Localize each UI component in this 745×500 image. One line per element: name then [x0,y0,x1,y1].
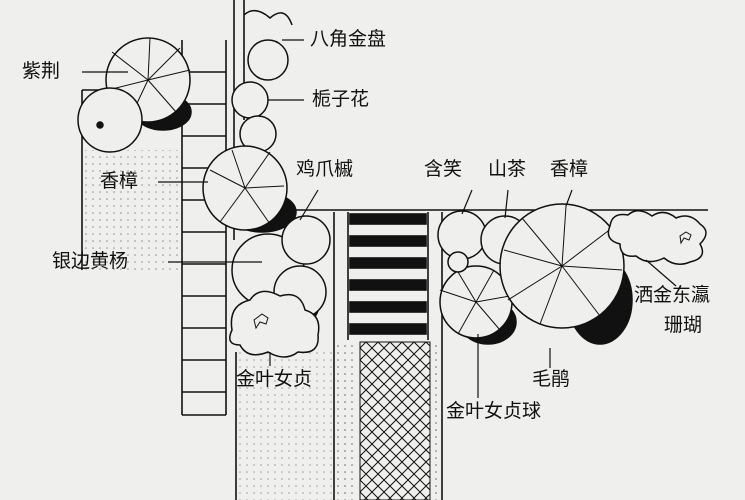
plant-hanxiao [437,210,487,260]
label-xiangzhang-left: 香樟 [100,170,139,192]
label-maojuan: 毛鹃 [532,368,571,390]
label-sajin-dongying: 洒金东瀛 [634,284,711,306]
brick-wall [181,40,227,416]
plant-jinye-nvzhen-qiu [439,251,517,345]
label-xiangzhang-right: 香樟 [550,158,589,180]
leader-lines [82,39,677,398]
plant-sajin-dongying-shanhu [607,210,707,265]
steps [333,212,443,500]
label-hanxiao: 含笑 [424,158,463,180]
label-shancha: 山茶 [488,158,527,180]
plant-jinye-nvzhen [229,290,320,358]
label-zhizihua: 栀子花 [312,88,370,110]
label-jinye-nvzhen-qiu: 金叶女贞球 [446,400,542,422]
plant-xiangzhang-left [202,145,297,233]
plant-xiangzhang-right [499,203,633,345]
label-jizhaoqi: 鸡爪槭 [296,158,354,180]
label-yinbian-huangyang: 银边黄杨 [52,250,129,272]
label-jinye-nvzhen: 金叶女贞 [236,368,313,390]
plant-zijing [77,37,192,153]
plant-bajiao-zhizi [231,9,293,153]
label-shanhu: 珊瑚 [664,314,703,336]
label-zijing: 紫荆 [22,60,61,82]
label-bajiao-jinpan: 八角金盘 [310,28,387,50]
